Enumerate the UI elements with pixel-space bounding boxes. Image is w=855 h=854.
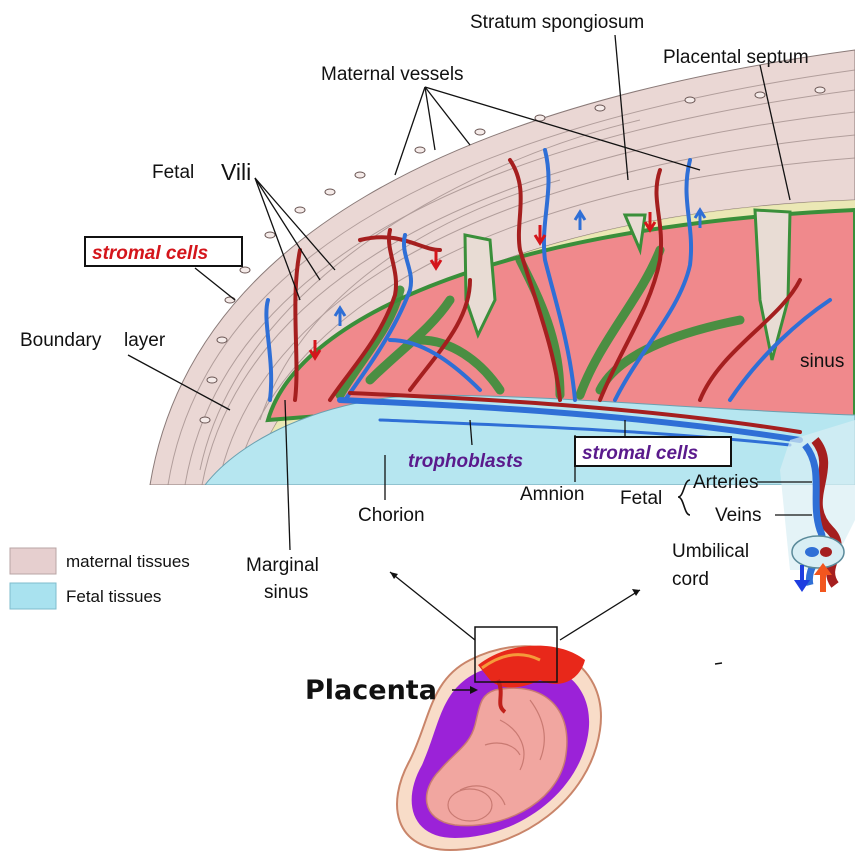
label-veins: Veins — [715, 505, 761, 526]
label-stromal-cells-top: stromal cells — [92, 243, 208, 264]
legend: maternal tissues Fetal tissues — [10, 548, 190, 609]
stray-mark — [715, 663, 722, 664]
legend-swatch-maternal — [10, 548, 56, 574]
placenta-cross-section — [150, 50, 855, 485]
label-stratum-spongiosum: Stratum spongiosum — [470, 12, 644, 33]
legend-label-fetal: Fetal tissues — [66, 587, 161, 606]
legend-swatch-fetal — [10, 583, 56, 609]
label-sinus: sinus — [800, 351, 844, 372]
label-maternal-vessels: Maternal vessels — [321, 64, 464, 85]
umbilical-cord — [780, 420, 855, 592]
label-cord: cord — [672, 569, 709, 590]
label-boundary: Boundary — [20, 330, 102, 351]
label-layer: layer — [124, 330, 166, 351]
label-placental-septum: Placental septum — [663, 47, 809, 68]
label-trophoblasts: trophoblasts — [408, 451, 523, 472]
label-amnion: Amnion — [520, 484, 584, 505]
label-marginal-sinus: sinus — [264, 582, 308, 603]
uterus-illustration: Placenta — [305, 627, 722, 850]
label-marginal: Marginal — [246, 555, 319, 576]
label-arteries: Arteries — [693, 472, 758, 493]
legend-label-maternal: maternal tissues — [66, 552, 190, 571]
label-fetal-vili-vili: Vili — [221, 159, 251, 185]
label-fetal: Fetal — [620, 488, 662, 509]
leader-arrowheads — [390, 572, 640, 596]
label-placenta: Placenta — [305, 675, 437, 706]
label-umbilical: Umbilical — [672, 541, 749, 562]
label-fetal-vili-fetal: Fetal — [152, 162, 194, 183]
label-stromal-cells-bottom: stromal cells — [582, 443, 698, 464]
label-chorion: Chorion — [358, 505, 425, 526]
